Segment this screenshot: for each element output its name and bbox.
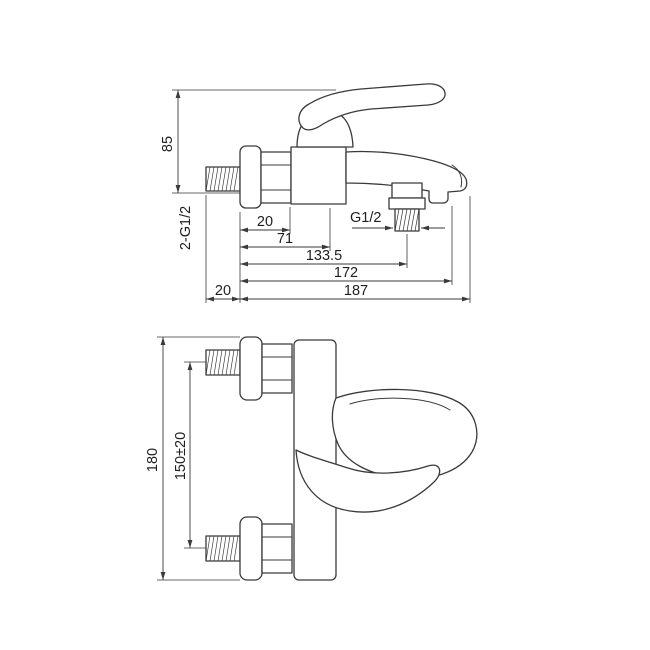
dim-height-85: 85: [160, 89, 336, 194]
lower-pipe-thread-hatch: [205, 535, 239, 562]
side-view: 85 2-G1/2 G1/2 20 71 1: [160, 83, 471, 303]
upper-flange-front: [239, 336, 263, 401]
dim-172: 172: [240, 265, 452, 284]
lower-hex-front: [261, 523, 293, 574]
hex-nut-side: [260, 151, 292, 204]
dim-label-71: 71: [277, 231, 293, 247]
dim-label-180: 180: [145, 448, 161, 472]
front-view: 180 150±20: [145, 336, 478, 581]
dim-label-2-g12: 2-G1/2: [178, 206, 194, 250]
dim-spacing-150: 150±20: [173, 361, 206, 549]
dim-label-172: 172: [334, 265, 358, 281]
dim-20-flange: 20: [240, 214, 290, 233]
shower-outlet-side: [388, 182, 426, 232]
handle-inner-contour: [349, 397, 451, 411]
dim-height-180: 180: [145, 336, 240, 581]
spout-inner-contour: [451, 164, 463, 188]
dim-20-pipe: 20: [206, 283, 240, 302]
dim-label-20-pipe: 20: [215, 283, 231, 299]
wall-flange-side: [239, 145, 262, 209]
dim-label-g12: G1/2: [350, 210, 381, 226]
witness-lines-side: [205, 195, 471, 303]
dim-133-5: 133.5: [240, 248, 407, 267]
dim-label-187: 187: [344, 283, 368, 299]
dim-outlet-thread-g12: G1/2: [350, 210, 445, 231]
dim-label-85: 85: [160, 136, 176, 152]
dim-71: 71: [240, 231, 330, 250]
dim-187: 187: [240, 283, 470, 302]
spout-front: [295, 449, 441, 513]
handle-lever-side: [298, 83, 446, 131]
lower-inlet-front: [205, 516, 293, 581]
upper-hex-front: [261, 343, 293, 394]
dim-label-20: 20: [257, 214, 273, 230]
upper-pipe-thread-hatch: [205, 349, 239, 376]
outlet-thread-hatch: [394, 208, 420, 232]
spout-side: [345, 150, 468, 204]
lower-flange-front: [239, 516, 263, 581]
dim-label-133-5: 133.5: [306, 248, 342, 264]
handle-front: [331, 388, 478, 480]
wall-pipe-side: [205, 166, 241, 192]
upper-inlet-front: [205, 336, 293, 401]
pipe-thread-hatch: [205, 166, 239, 192]
dim-label-150-20: 150±20: [173, 432, 189, 480]
faucet-body-side: [290, 146, 347, 205]
